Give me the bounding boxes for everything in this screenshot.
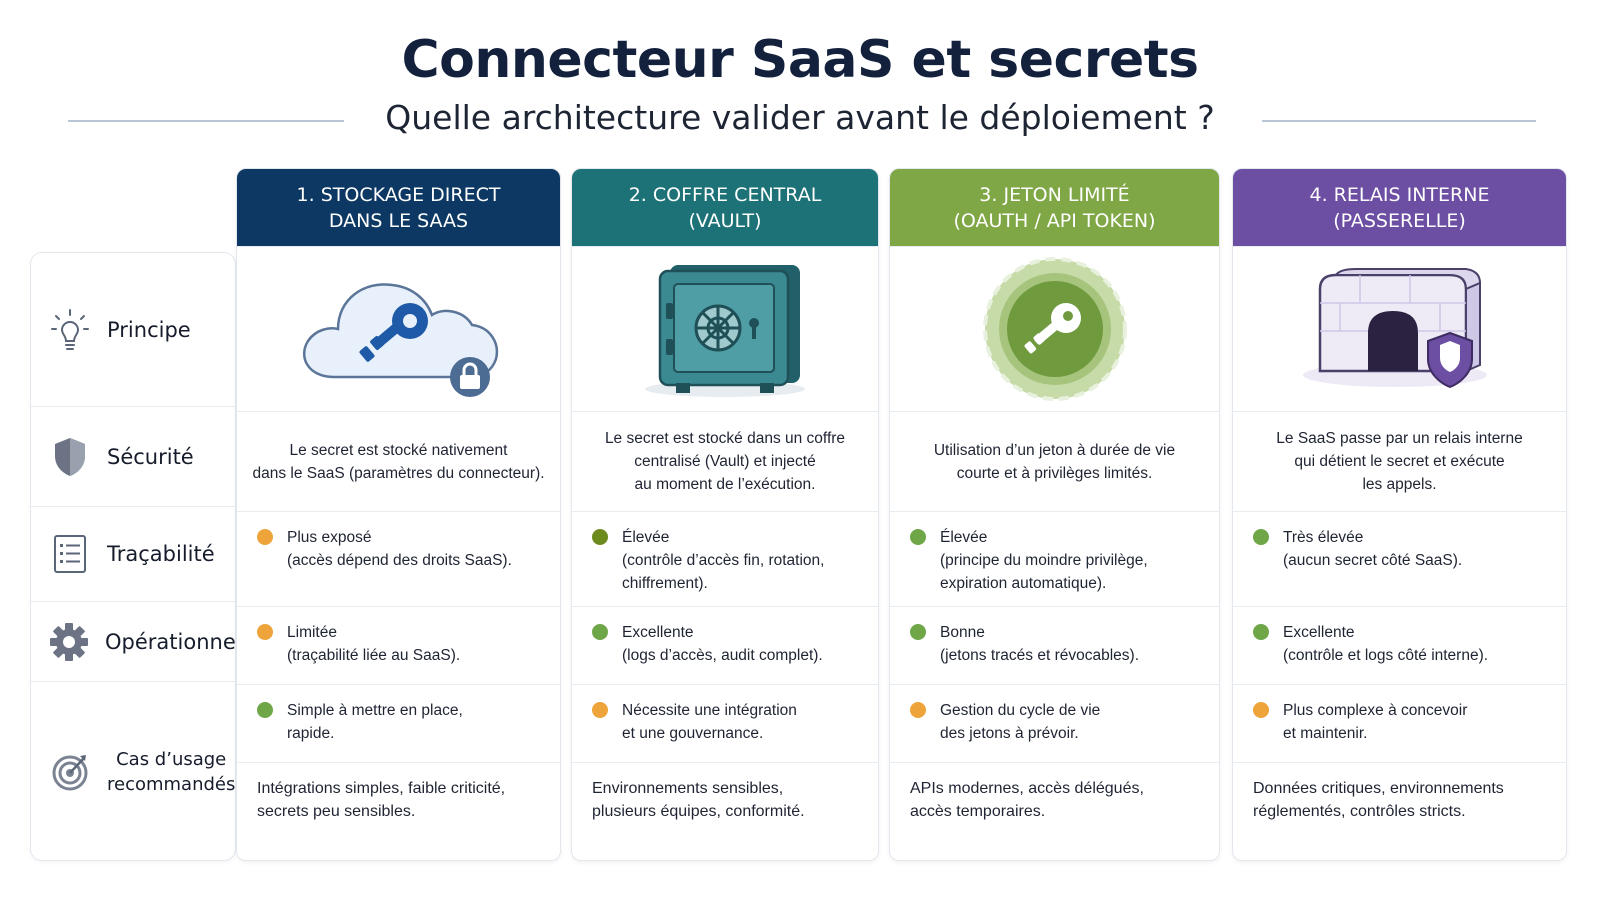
traceability-rating: Limitée(traçabilité liée au SaaS). xyxy=(237,606,560,684)
row-label-text: Cas d’usage recommandés xyxy=(107,749,236,795)
row-label-tracabilite: Traçabilité xyxy=(31,507,237,602)
page-subtitle: Quelle architecture valider avant le dép… xyxy=(385,98,1215,137)
status-dot xyxy=(1253,529,1269,545)
traceability-rating: Bonne(jetons tracés et révocables). xyxy=(890,606,1219,684)
column-header: 3. JETON LIMITÉ(OAUTH / API TOKEN) xyxy=(890,169,1219,246)
title-divider-left xyxy=(68,120,344,122)
use-cases-text: Intégrations simples, faible criticité,s… xyxy=(237,762,560,860)
row-labels-panel: Principe Sécurité Traçabilité xyxy=(30,252,242,862)
cloud-key-lock-icon xyxy=(237,246,560,411)
token-key-icon xyxy=(890,246,1219,411)
security-rating: Élevée(principe du moindre privilège,exp… xyxy=(890,511,1219,606)
status-dot xyxy=(257,529,273,545)
status-dot xyxy=(1253,702,1269,718)
title-divider-right xyxy=(1262,120,1536,122)
row-label-text: Opérationnel xyxy=(105,629,242,654)
column-coffre-central: 2. COFFRE CENTRAL(VAULT) Le secret est s… xyxy=(571,168,879,861)
traceability-rating: Excellente(contrôle et logs côté interne… xyxy=(1233,606,1566,684)
row-label-text: Principe xyxy=(107,317,191,342)
status-dot xyxy=(592,702,608,718)
target-icon xyxy=(49,751,91,793)
shield-icon xyxy=(49,436,91,478)
use-cases-text: APIs modernes, accès délégués,accès temp… xyxy=(890,762,1219,860)
status-dot xyxy=(592,624,608,640)
row-label-text: Sécurité xyxy=(107,444,194,469)
page-title: Connecteur SaaS et secrets xyxy=(401,30,1199,90)
row-label-securite: Sécurité xyxy=(31,407,237,507)
row-label-principe: Principe xyxy=(31,253,237,407)
lightbulb-icon xyxy=(49,308,91,351)
safe-vault-icon xyxy=(572,246,878,411)
row-label-text: Traçabilité xyxy=(107,542,215,566)
security-rating: Plus exposé(accès dépend des droits SaaS… xyxy=(237,511,560,606)
column-jeton-limite: 3. JETON LIMITÉ(OAUTH / API TOKEN) Utili… xyxy=(889,168,1220,861)
status-dot xyxy=(592,529,608,545)
status-dot xyxy=(910,624,926,640)
use-cases-text: Environnements sensibles,plusieurs équip… xyxy=(572,762,878,860)
column-header: 2. COFFRE CENTRAL(VAULT) xyxy=(572,169,878,246)
status-dot xyxy=(257,702,273,718)
status-dot xyxy=(257,624,273,640)
checklist-icon xyxy=(49,533,91,575)
gear-icon xyxy=(49,621,89,663)
security-rating: Très élevée(aucun secret côté SaaS). xyxy=(1233,511,1566,606)
security-rating: Élevée(contrôle d’accès fin, rotation,ch… xyxy=(572,511,878,606)
traceability-rating: Excellente(logs d’accès, audit complet). xyxy=(572,606,878,684)
row-label-operationnel: Opérationnel xyxy=(31,602,242,682)
status-dot xyxy=(1253,624,1269,640)
column-header: 4. RELAIS INTERNE(PASSERELLE) xyxy=(1233,169,1566,246)
row-label-cas-usage: Cas d’usage recommandés xyxy=(31,682,237,862)
status-dot xyxy=(910,702,926,718)
operational-rating: Simple à mettre en place,rapide. xyxy=(237,684,560,762)
column-relais-interne: 4. RELAIS INTERNE(PASSERELLE) Le SaaS pa… xyxy=(1232,168,1567,861)
status-dot xyxy=(910,529,926,545)
gateway-shield-icon xyxy=(1233,246,1566,411)
